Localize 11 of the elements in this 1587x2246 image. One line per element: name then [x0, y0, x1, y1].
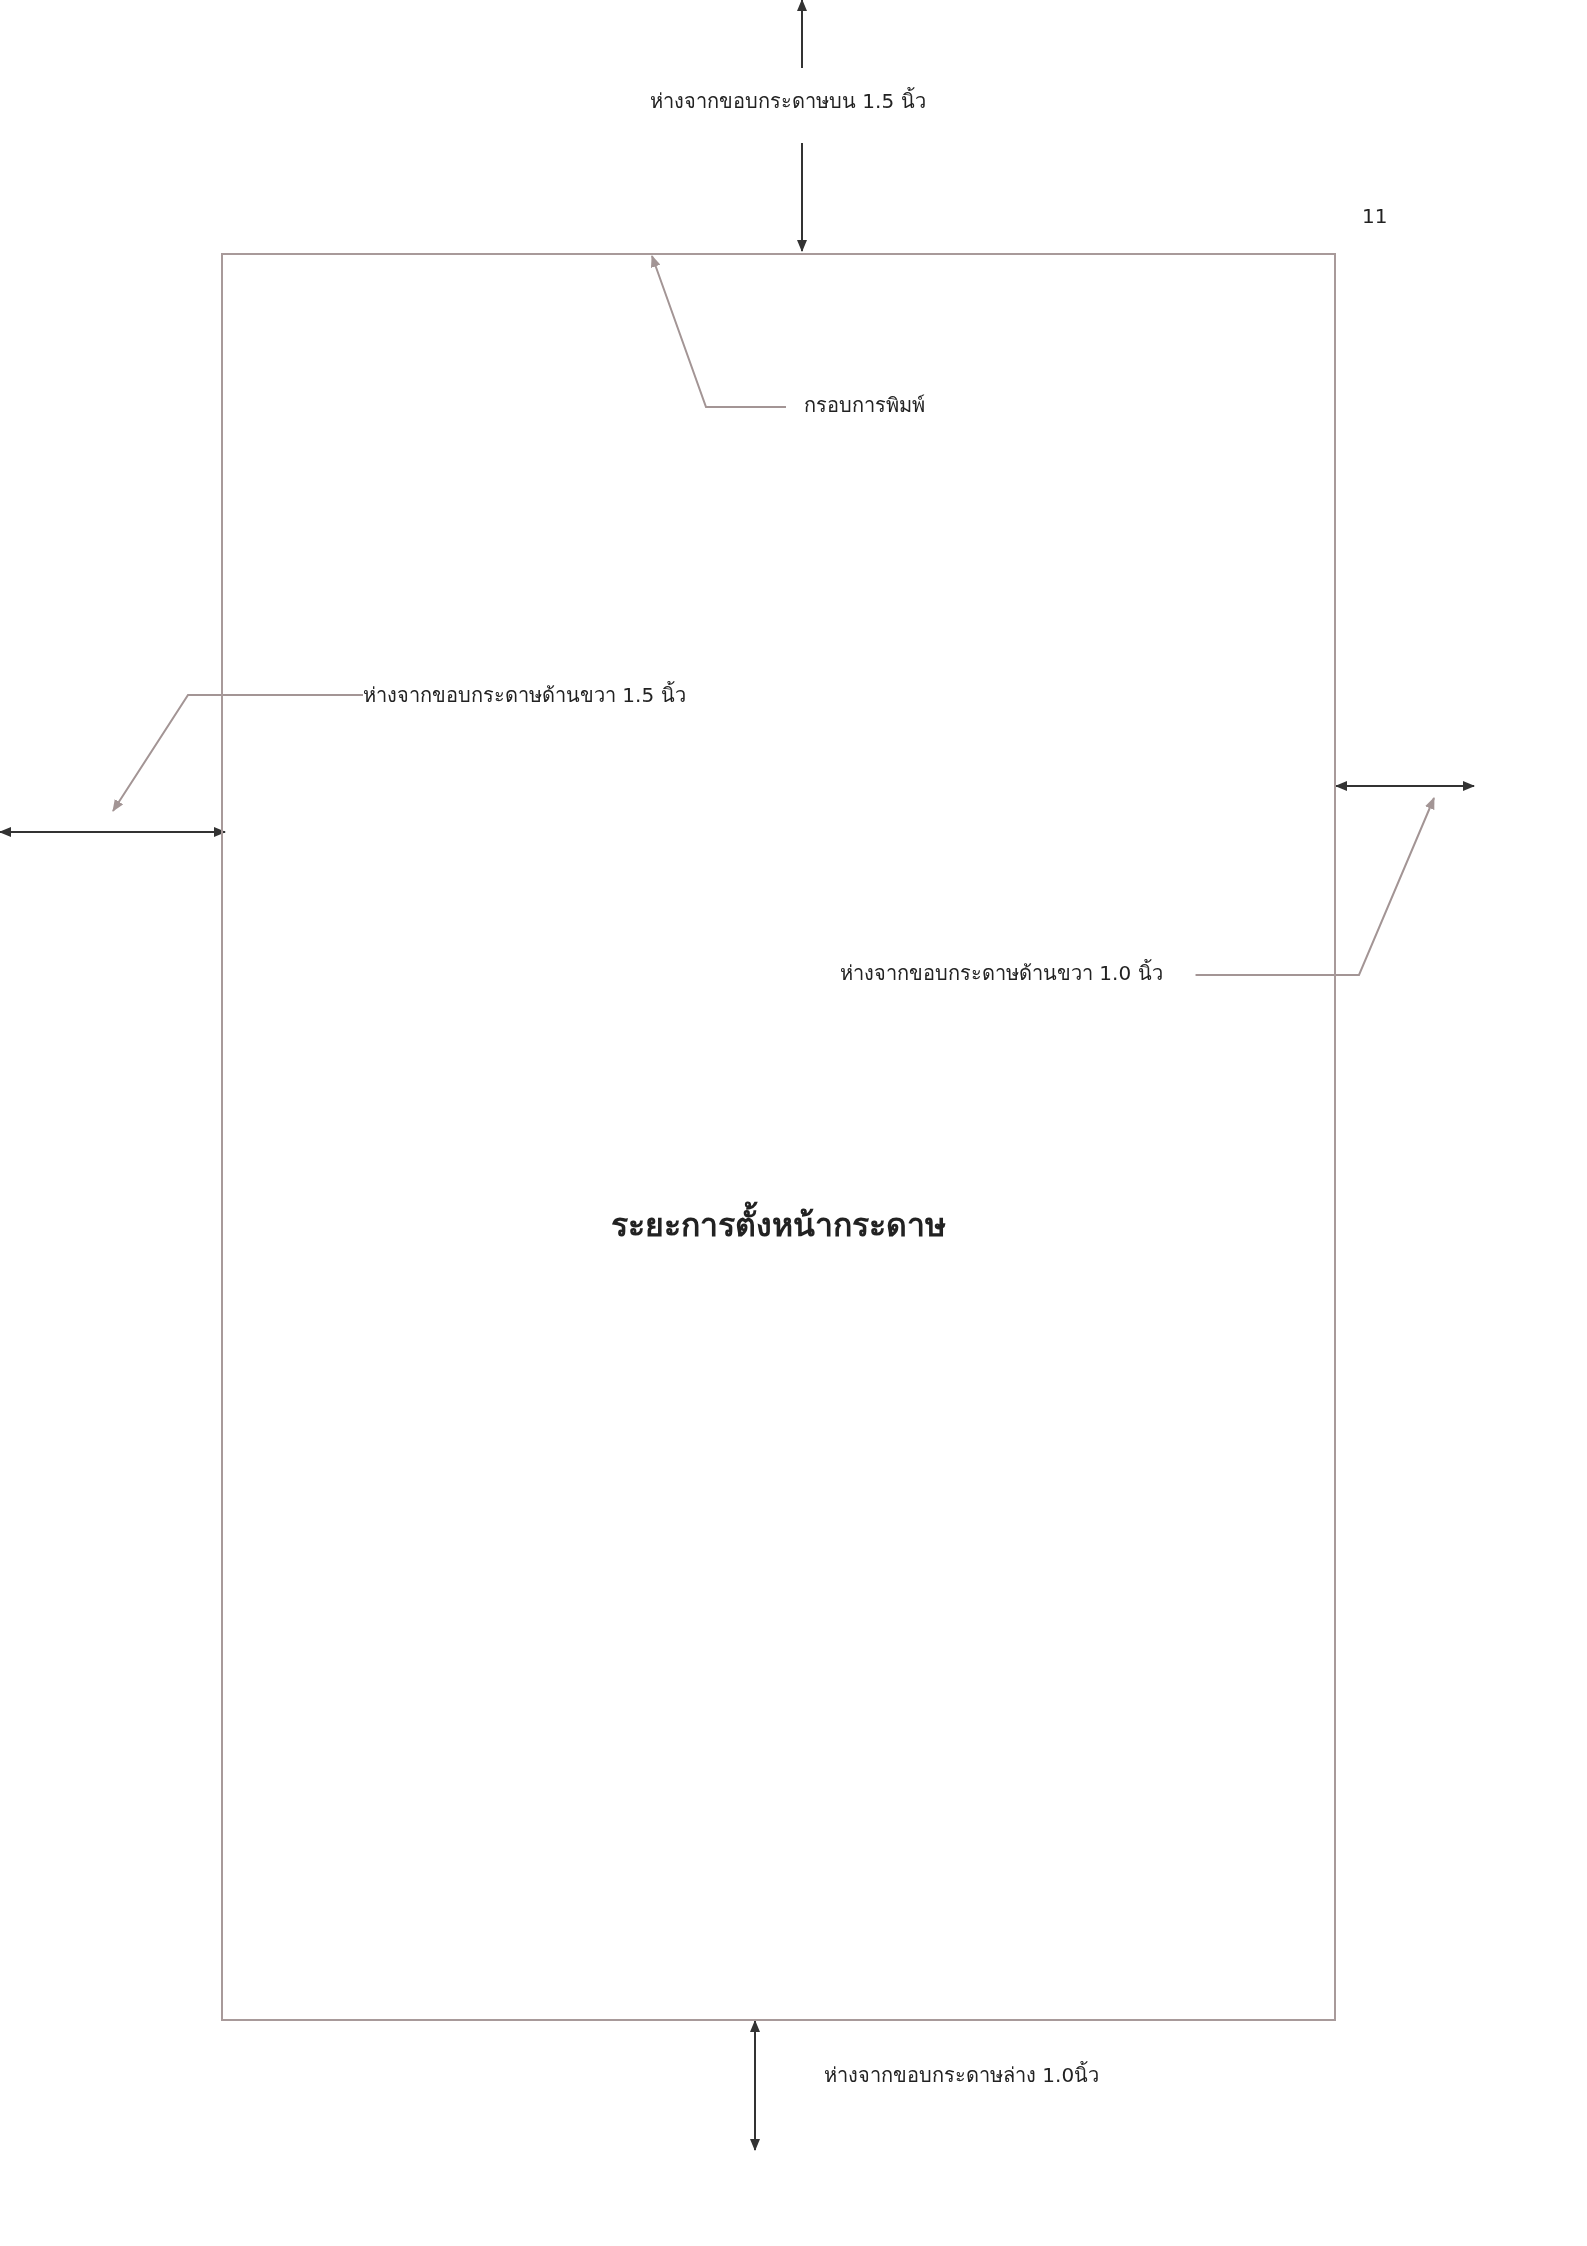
leader-line: [112, 694, 364, 812]
dimension-label: ห่างจากขอบกระดาษล่าง 1.0นิ้ว: [824, 2062, 1100, 2088]
leader-line: [651, 255, 787, 408]
print-frame: [221, 253, 1336, 2021]
page-number: 11: [1362, 203, 1388, 229]
page-heading: ระยะการตั้งหน้ากระดาษ: [223, 1199, 1334, 1250]
callout-label: ห่างจากขอบกระดาษด้านขวา 1.5 นิ้ว: [363, 683, 686, 707]
dimension-label: ห่างจากขอบกระดาษบน 1.5 นิ้ว: [650, 88, 926, 114]
callout-label: ห่างจากขอบกระดาษด้านขวา 1.0 นิ้ว: [840, 961, 1163, 985]
leader-line: [1194, 797, 1435, 976]
callout-label: กรอบการพิมพ์: [804, 393, 925, 417]
